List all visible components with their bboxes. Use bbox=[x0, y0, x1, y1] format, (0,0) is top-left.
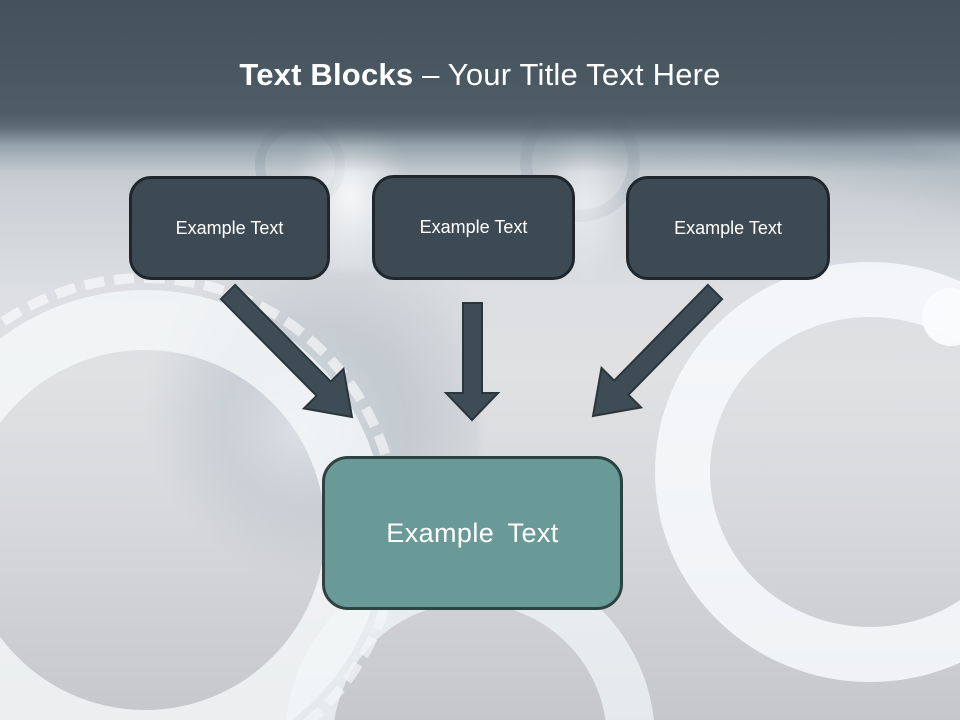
text-block-2-label: Example Text bbox=[419, 217, 528, 237]
text-block-2: Example Text bbox=[372, 175, 575, 280]
text-block-1: Example Text bbox=[129, 176, 330, 280]
slide-title: Text Blocks – Your Title Text Here bbox=[0, 56, 960, 94]
slide-title-regular: – Your Title Text Here bbox=[422, 57, 721, 92]
target-text-block-label: Example Text bbox=[386, 517, 559, 548]
arrow-down-right-icon bbox=[219, 283, 354, 419]
text-block-3: Example Text bbox=[626, 176, 830, 280]
slide-title-bold: Text Blocks bbox=[239, 57, 414, 92]
text-block-3-label: Example Text bbox=[674, 217, 782, 238]
header-band bbox=[0, 0, 960, 172]
arrow-down-icon bbox=[443, 302, 501, 422]
arrow-down-left-icon bbox=[591, 283, 724, 418]
target-text-block: Example Text bbox=[322, 456, 623, 610]
text-block-1-label: Example Text bbox=[175, 217, 284, 238]
